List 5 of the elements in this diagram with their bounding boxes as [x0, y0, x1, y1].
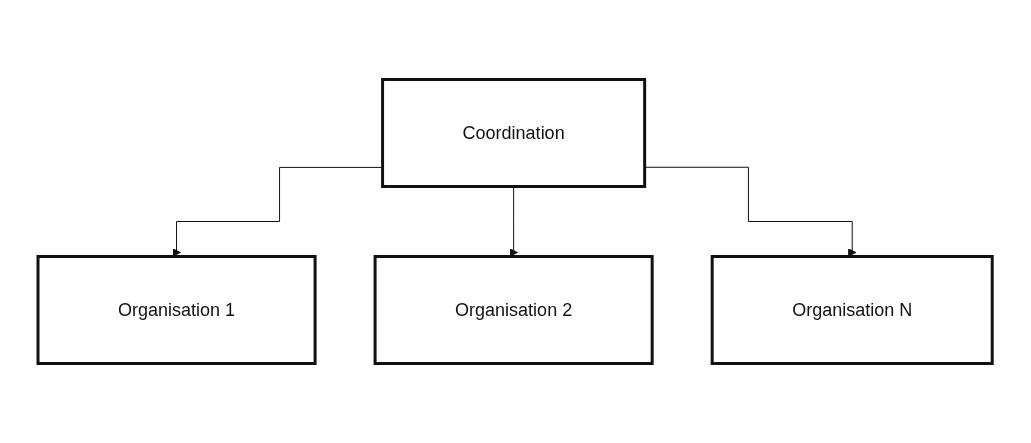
node-box: Organisation 2	[373, 255, 655, 365]
node-box: Organisation N	[711, 255, 995, 365]
node-box: Coordination	[381, 78, 647, 188]
arrow	[509, 186, 519, 257]
node-box: Organisation 1	[36, 255, 317, 365]
